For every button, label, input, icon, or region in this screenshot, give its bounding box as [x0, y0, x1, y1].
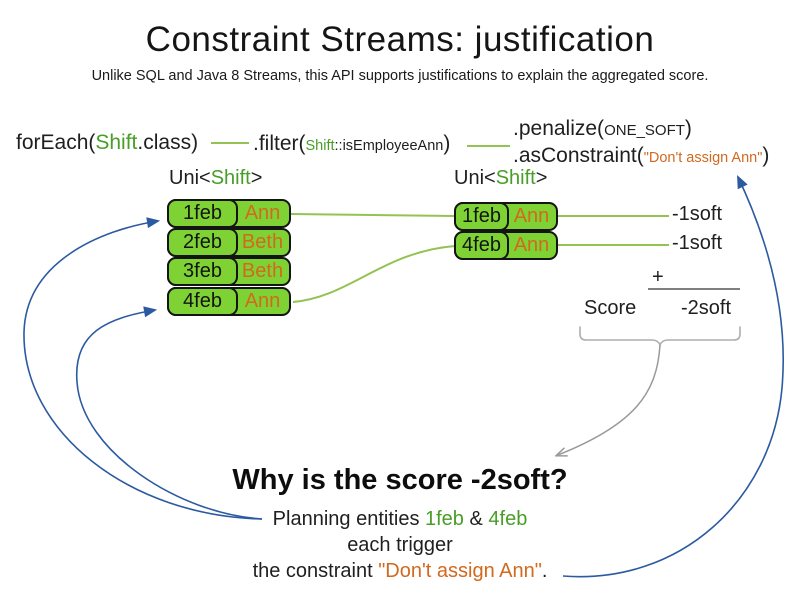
expl-line3-post: .: [541, 560, 548, 582]
uni-left-post: >: [250, 167, 263, 189]
uni-left-pre: Uni<: [169, 167, 211, 189]
shift-employee-cell: Ann: [513, 205, 550, 227]
code-filter-arg-rest: ::isEmployeeAnn: [334, 138, 444, 154]
shift-date-cell: 3feb: [167, 257, 238, 286]
code-foreach-pre: forEach(: [16, 131, 96, 154]
score-brace: [579, 326, 741, 348]
uni-right-token: Shift: [495, 167, 536, 189]
code-penalize-arg: ONE_SOFT: [604, 122, 685, 139]
shift-date-cell: 1feb: [167, 199, 238, 228]
shift-date-cell: 4feb: [454, 231, 509, 260]
code-filter: .filter(Shift::isEmployeeAnn): [253, 132, 450, 156]
page-subtitle: Unlike SQL and Java 8 Streams, this API …: [91, 68, 709, 84]
uni-left-token: Shift: [210, 167, 251, 189]
code-penalize: .penalize(ONE_SOFT): [513, 117, 692, 141]
table-row: 3feb Beth: [167, 257, 291, 286]
code-filter-pre: .filter(: [253, 132, 306, 155]
expl-ampersand: &: [463, 508, 489, 530]
gray-arrow-score-to-why: [558, 344, 661, 455]
shift-employee-cell: Ann: [513, 234, 550, 256]
uni-shift-label-right: Uni<Shift>: [454, 167, 547, 190]
penalty-label-1: -1soft: [672, 203, 723, 225]
shift-employee-cell: Beth: [241, 231, 284, 253]
link-1feb-left-to-right: [290, 213, 456, 217]
explanation-line-3: the constraint "Don't assign Ann".: [0, 560, 800, 583]
code-asconstraint: .asConstraint("Don't assign Ann"): [513, 144, 769, 168]
score-value: -2soft: [681, 297, 732, 319]
table-row: 1feb Ann: [167, 199, 291, 228]
plus-sign: +: [652, 266, 664, 288]
table-row: 1feb Ann: [454, 202, 558, 231]
blue-arrow-to-1feb: [23, 217, 263, 520]
code-foreach-post: .class): [137, 131, 199, 154]
shift-date-cell: 2feb: [167, 228, 238, 257]
code-filter-arg-class: Shift: [305, 138, 335, 154]
shift-date-cell: 4feb: [167, 287, 238, 316]
expl-line1-pre: Planning entities: [272, 508, 425, 530]
uni-right-post: >: [535, 167, 548, 189]
expl-constraint-name: "Don't assign Ann": [378, 560, 542, 582]
table-row: 4feb Ann: [167, 287, 291, 316]
expl-line3-pre: the constraint: [252, 560, 379, 582]
shift-employee-cell: Ann: [244, 202, 281, 224]
shift-employee-cell: Beth: [241, 260, 284, 282]
code-asconstraint-pre: .asConstraint(: [513, 144, 644, 167]
shift-table-right: 1feb Ann 4feb Ann: [454, 202, 558, 260]
code-penalize-post: ): [684, 117, 692, 140]
code-penalize-pre: .penalize(: [513, 117, 605, 140]
blue-arrow-to-constraint-name: [562, 175, 784, 578]
page-title: Constraint Streams: justification: [145, 20, 655, 59]
blue-arrow-to-4feb: [75, 306, 263, 520]
expl-entity-4feb: 4feb: [488, 508, 528, 530]
code-filter-post: ): [443, 132, 451, 155]
explanation-line-2: each trigger: [347, 534, 453, 556]
code-asconstraint-arg: "Don't assign Ann": [643, 150, 763, 166]
table-row: 4feb Ann: [454, 231, 558, 260]
shift-date-cell: 1feb: [454, 202, 509, 231]
uni-shift-label-left: Uni<Shift>: [169, 167, 262, 190]
code-foreach: forEach(Shift.class): [16, 131, 198, 155]
shift-table-left: 1feb Ann 2feb Beth 3feb Beth 4feb Ann: [167, 199, 291, 316]
shift-employee-cell: Ann: [244, 290, 281, 312]
expl-entity-1feb: 1feb: [425, 508, 464, 530]
uni-right-pre: Uni<: [454, 167, 496, 189]
link-4feb-left-to-right: [292, 245, 456, 303]
score-label: Score: [584, 297, 637, 319]
penalty-label-2: -1soft: [672, 232, 723, 254]
table-row: 2feb Beth: [167, 228, 291, 257]
code-foreach-class: Shift: [95, 131, 138, 154]
why-heading: Why is the score -2soft?: [232, 464, 568, 496]
explanation-line-1: Planning entities 1feb & 4feb: [0, 508, 800, 531]
code-asconstraint-post: ): [762, 144, 770, 167]
